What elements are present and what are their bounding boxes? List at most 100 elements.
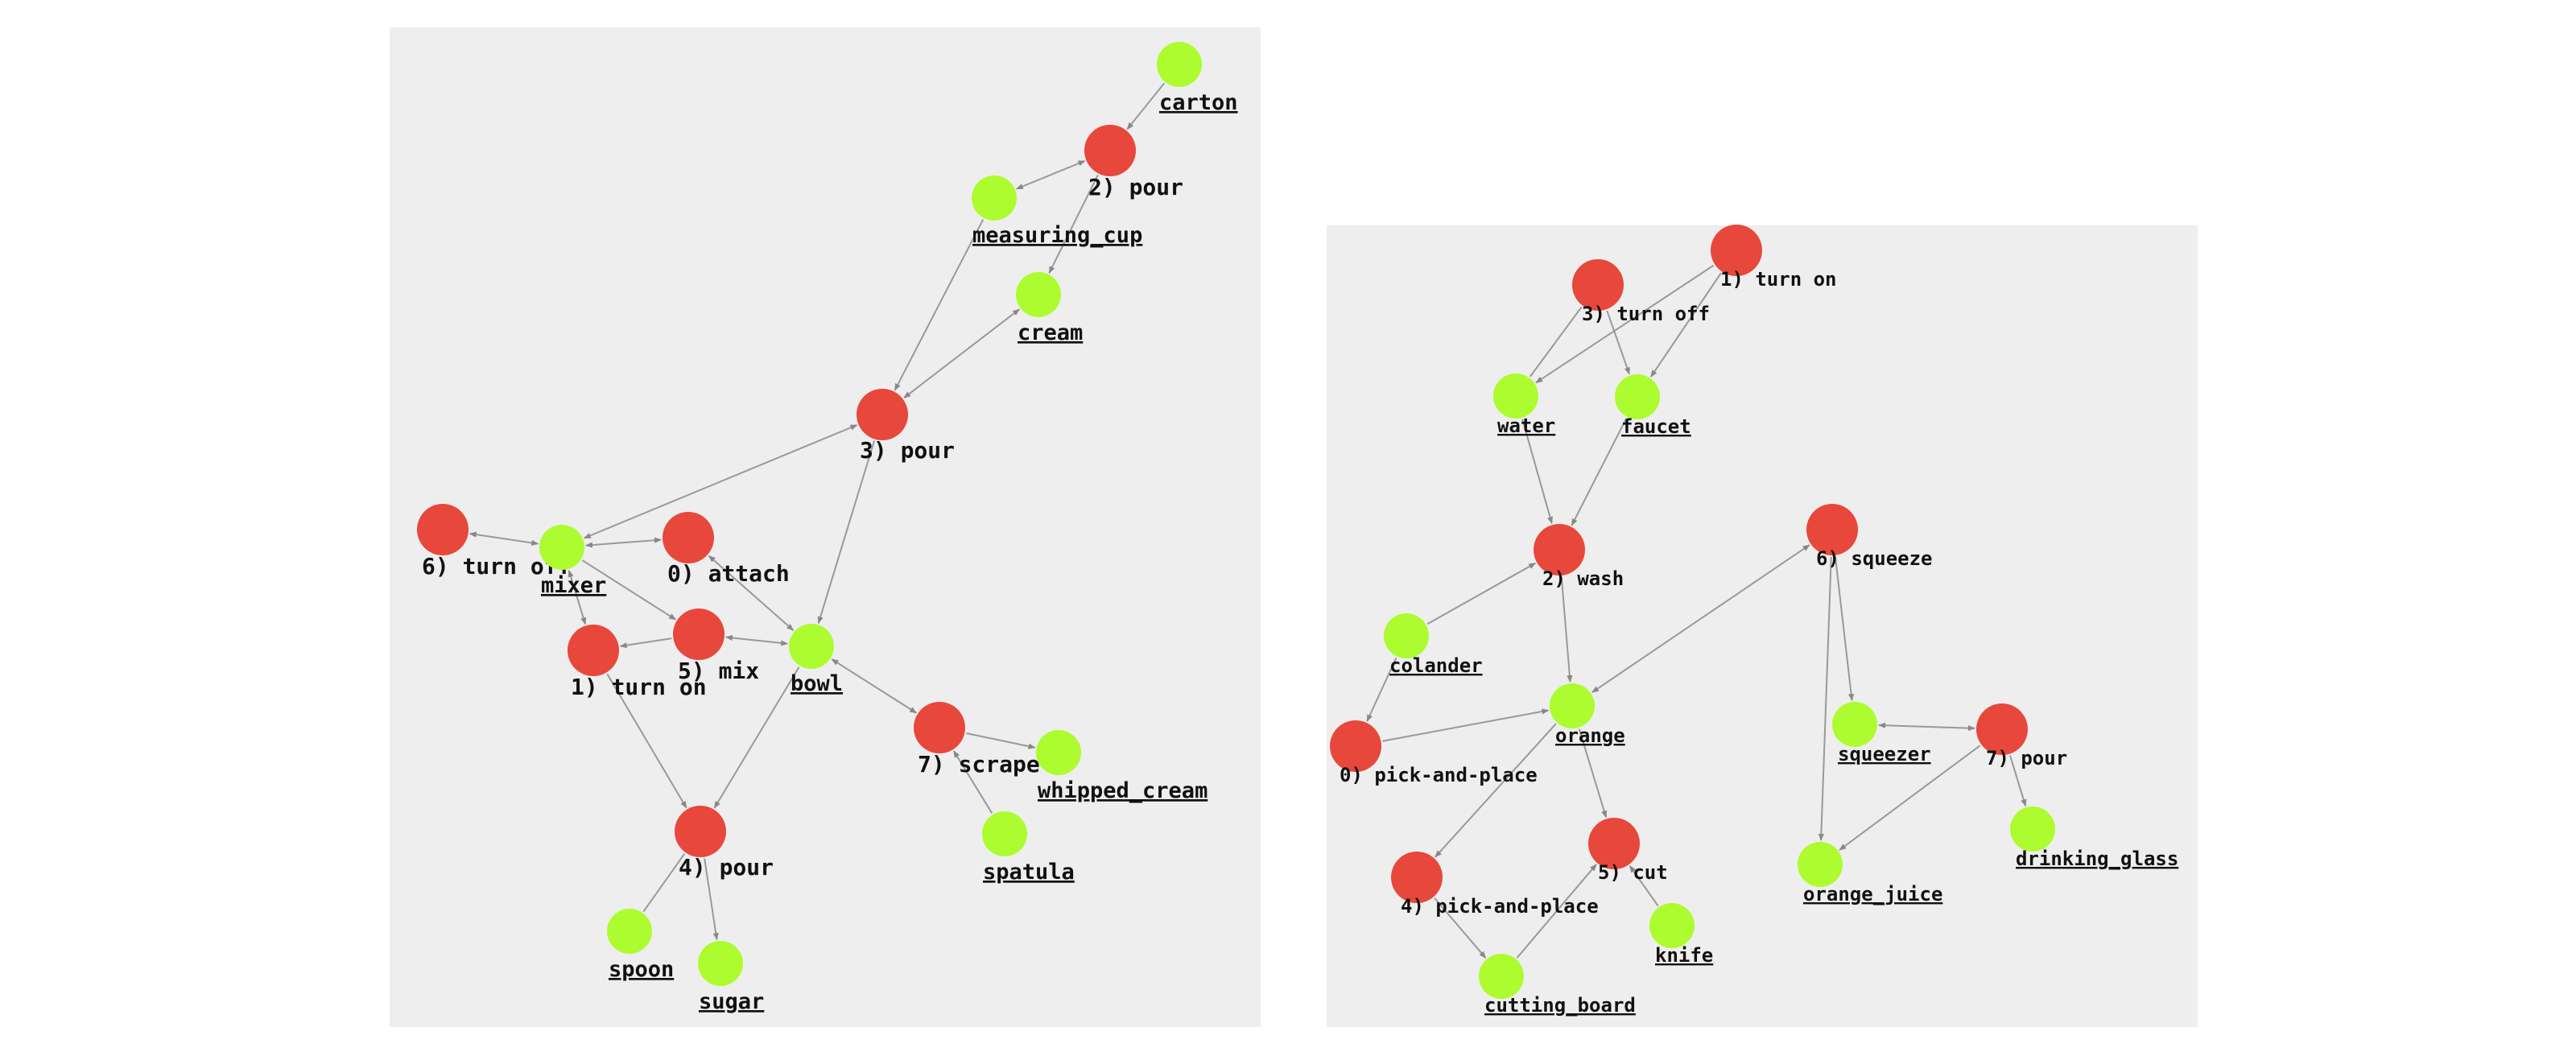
action-label: 0) attach — [667, 560, 790, 587]
action-node-circle — [1084, 125, 1136, 176]
edge-turnoff3-water — [1530, 306, 1583, 377]
object-label: knife — [1655, 944, 1713, 967]
action-node-cut5: 5) cut — [1588, 818, 1668, 884]
edge-turnoff3-faucet — [1606, 310, 1630, 375]
object-label: squeezer — [1838, 743, 1931, 765]
object-label: cutting_board — [1484, 994, 1636, 1017]
object-node-water: water — [1493, 373, 1555, 437]
action-node-pour3: 3) pour — [857, 389, 955, 464]
edge-cutting_board-cut5 — [1516, 864, 1597, 959]
object-node-circle — [1157, 42, 1202, 87]
action-label: 3) turn off — [1582, 303, 1710, 325]
action-label: 1) turn on — [1720, 268, 1837, 291]
edge-turnon1-pour4 — [606, 673, 687, 809]
object-node-mixer: mixer — [539, 525, 606, 598]
edge-squeeze6-orange_juice — [1818, 556, 1832, 841]
object-node-circle — [539, 525, 584, 570]
object-node-circle — [1036, 730, 1081, 775]
object-label: sugar — [699, 989, 764, 1014]
action-node-circle — [673, 608, 724, 660]
object-node-sugar: sugar — [698, 941, 764, 1014]
object-node-faucet: faucet — [1615, 374, 1691, 438]
object-node-circle — [982, 811, 1027, 856]
action-node-circle — [663, 512, 714, 563]
object-node-spatula: spatula — [982, 811, 1075, 885]
object-node-circle — [698, 941, 743, 986]
edge-pickplace4-cutting_board — [1434, 897, 1487, 959]
edge-carton-pour2 — [1126, 82, 1165, 130]
edge-pour2-measuring_cup — [1015, 159, 1086, 190]
action-node-pour4: 4) pour — [675, 806, 774, 881]
edge-scrape7-whipped_cream — [966, 732, 1036, 749]
object-node-knife: knife — [1649, 903, 1713, 967]
edge-bowl-pour4 — [713, 666, 800, 809]
object-node-whipped_cream: whipped_cream — [1036, 730, 1208, 803]
action-node-circle — [914, 702, 965, 753]
edge-spoon-pour4 — [642, 853, 686, 913]
object-node-measuring_cup: measuring_cup — [972, 175, 1142, 248]
object-node-orange: orange — [1550, 683, 1625, 747]
object-node-circle — [1798, 842, 1843, 887]
object-node-carton: carton — [1157, 42, 1238, 115]
edge-colander-pickplace0 — [1366, 657, 1397, 722]
action-node-circle — [1391, 852, 1443, 903]
object-node-drinking_glass: drinking_glass — [2010, 806, 2178, 870]
object-label: spoon — [609, 957, 674, 982]
edge-pour3-bowl — [817, 440, 876, 625]
object-node-circle — [972, 175, 1017, 221]
edge-faucet-wash2 — [1571, 418, 1628, 526]
action-node-turnoff3: 3) turn off — [1572, 259, 1710, 325]
action-label: 7) scrape — [918, 751, 1040, 778]
object-label: colander — [1389, 654, 1483, 677]
object-node-circle — [1649, 903, 1695, 948]
object-label: cream — [1018, 320, 1083, 345]
action-node-circle — [1806, 504, 1858, 555]
edge-bowl-scrape7 — [831, 658, 918, 714]
action-label: 6) squeeze — [1816, 547, 1933, 570]
edge-water-wash2 — [1521, 419, 1554, 525]
edge-pickplace0-orange — [1382, 708, 1550, 742]
edge-mixer-mix5 — [581, 559, 677, 621]
object-node-circle — [1493, 373, 1538, 419]
edge-attach0-mixer — [585, 537, 662, 548]
action-node-attach0: 0) attach — [663, 512, 790, 587]
edge-mixer-turnon1 — [568, 569, 587, 625]
edge-squeeze6-orange — [1591, 544, 1810, 693]
action-node-turnon1: 1) turn on — [568, 625, 707, 700]
edge-pour7-orange_juice — [1839, 745, 1981, 851]
object-label: orange — [1555, 724, 1625, 747]
edge-colander-wash2 — [1426, 562, 1537, 625]
action-node-mix5: 5) mix — [673, 608, 759, 684]
object-label: drinking_glass — [2016, 848, 2178, 870]
edge-layer — [469, 82, 1165, 941]
edge-spatula-scrape7 — [952, 750, 993, 814]
object-label: whipped_cream — [1038, 778, 1208, 803]
edge-squeezer-pour7 — [1878, 722, 1975, 732]
action-node-circle — [675, 806, 726, 857]
object-node-circle — [2010, 806, 2055, 852]
object-node-circle — [1479, 954, 1524, 999]
edge-turnon1-water — [1535, 264, 1715, 384]
action-node-wash2: 2) wash — [1534, 524, 1624, 590]
orange-juice-graph-panel: 1) turn on 3) turn off water faucet 2) wash 6… — [1327, 225, 2198, 1027]
edge-knife-cut5 — [1629, 865, 1659, 907]
edge-pour7-drinking_glass — [2009, 755, 2027, 807]
action-node-circle — [417, 504, 469, 555]
object-node-circle — [1384, 613, 1429, 658]
action-node-pour2: 2) pour — [1084, 125, 1183, 200]
object-label: water — [1497, 415, 1555, 437]
object-node-circle — [1016, 272, 1061, 317]
action-node-circle — [1330, 720, 1381, 772]
object-node-squeezer: squeezer — [1832, 702, 1931, 765]
object-label: orange_juice — [1803, 883, 1942, 905]
object-label: measuring_cup — [972, 223, 1142, 248]
node-layer: 1) turn on 3) turn off water faucet 2) wash 6… — [1330, 225, 2178, 1017]
object-node-circle — [1615, 374, 1660, 419]
object-node-orange_juice: orange_juice — [1798, 842, 1942, 905]
object-node-circle — [1832, 702, 1877, 747]
edge-wash2-orange — [1560, 576, 1573, 683]
action-label: 2) pour — [1088, 174, 1183, 200]
action-label: 1) turn on — [571, 674, 707, 700]
